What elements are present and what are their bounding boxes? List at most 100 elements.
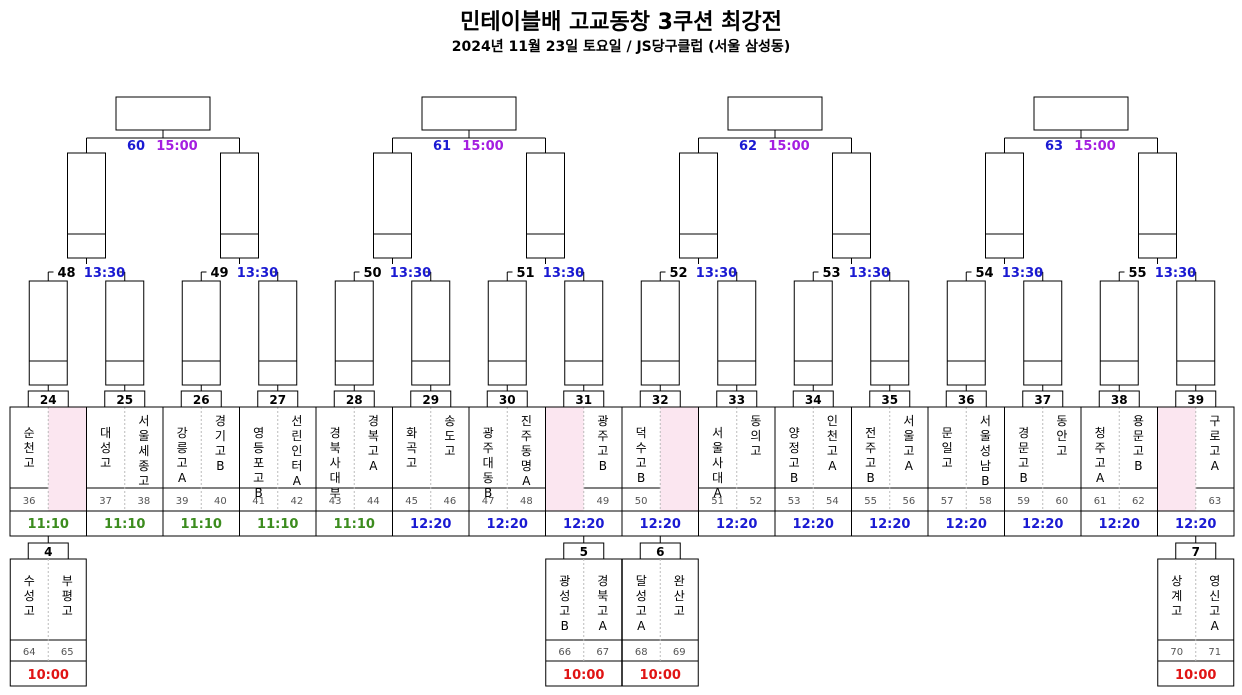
match-number: 25 [116, 393, 133, 407]
player-name-char: 고 [597, 444, 608, 458]
player-name-char: A [828, 459, 837, 473]
player-name-char: 광 [559, 574, 570, 588]
player-name-char: B [981, 474, 989, 488]
player-name-char: A [293, 474, 302, 488]
match-label-bg [53, 264, 120, 280]
match-time: 10:00 [28, 668, 69, 683]
player-number: 41 [252, 496, 265, 507]
player-number: 36 [23, 496, 36, 507]
player-name-char: 북 [597, 589, 608, 603]
player-name-char: B [1134, 459, 1142, 473]
winner-box [946, 280, 986, 386]
winner-box [181, 280, 221, 386]
match-time: 12:20 [410, 517, 451, 532]
player-number: 70 [1170, 647, 1183, 658]
player-name-char: 서 [712, 426, 723, 440]
match-number: 38 [1111, 393, 1128, 407]
match-number: 28 [346, 393, 363, 407]
player-name-char: 고 [253, 471, 264, 485]
winner-box [67, 152, 106, 259]
player-name-char: 고 [1171, 604, 1182, 618]
player-name-char: 고 [636, 456, 647, 470]
player-name-char: 계 [1171, 589, 1182, 603]
player-name-char: B [599, 459, 607, 473]
prelim-box [1157, 558, 1235, 687]
player-name-char: 고 [636, 604, 647, 618]
player-name-char: B [561, 619, 569, 633]
match-number: 32 [652, 393, 669, 407]
bye-slot [48, 407, 86, 511]
player-name-char: 고 [789, 456, 800, 470]
player-number: 47 [482, 496, 495, 507]
player-name-char: 서 [138, 414, 149, 428]
player-name-char: 고 [559, 604, 570, 618]
match-number: 50 [363, 266, 381, 281]
winner-box [487, 280, 527, 386]
match-time: 13:30 [237, 266, 278, 281]
player-name-char: 성 [100, 441, 111, 455]
match-label-bg [665, 264, 732, 280]
player-name-char: 산 [674, 589, 685, 603]
winner-box [526, 152, 565, 259]
player-name-char: 울 [903, 429, 914, 443]
match-number: 34 [805, 393, 822, 407]
match-time: 13:30 [390, 266, 431, 281]
match-time: 13:30 [1002, 266, 1043, 281]
match-number: 60 [127, 139, 145, 154]
player-number: 44 [367, 496, 380, 507]
match-time: 12:20 [946, 517, 987, 532]
player-number: 71 [1208, 647, 1221, 658]
winner-box [220, 152, 259, 259]
player-name-char: 강 [177, 426, 188, 440]
player-name-char: B [255, 486, 263, 500]
player-name-char: 정 [789, 441, 800, 455]
match-time: 11:10 [28, 517, 69, 532]
player-name-char: 동 [1056, 414, 1067, 428]
winner-box [1138, 152, 1177, 259]
match-number: 30 [499, 393, 516, 407]
player-name-char: 포 [253, 456, 264, 470]
player-name-char: 복 [368, 429, 379, 443]
player-name-char: 안 [1056, 429, 1067, 443]
player-name-char: 동 [521, 444, 532, 458]
player-name-char: 터 [291, 459, 302, 473]
winner-box [832, 152, 871, 259]
match-number: 49 [210, 266, 228, 281]
match-time: 15:00 [462, 139, 503, 154]
player-name-char: 주 [865, 441, 876, 455]
player-number: 54 [826, 496, 839, 507]
bye-slot [546, 407, 584, 511]
winner-box [105, 280, 145, 386]
player-name-char: 송 [444, 414, 455, 428]
player-name-char: A [1096, 471, 1105, 485]
player-name-char: 고 [1209, 604, 1220, 618]
player-name-char: 기 [215, 429, 226, 443]
player-name-char: 화 [406, 426, 417, 440]
player-number: 66 [558, 647, 571, 658]
player-number: 50 [635, 496, 648, 507]
player-name-char: 서 [903, 414, 914, 428]
player-name-char: 수 [636, 441, 647, 455]
match-time: 15:00 [768, 139, 809, 154]
match-number: 6 [656, 545, 664, 559]
player-number: 40 [214, 496, 227, 507]
winner-box [679, 152, 718, 259]
match-number: 33 [728, 393, 745, 407]
match-time: 10:00 [1175, 668, 1216, 683]
player-name-char: 영 [253, 426, 264, 440]
player-name-char: 신 [1209, 589, 1220, 603]
player-name-char: 고 [942, 456, 953, 470]
